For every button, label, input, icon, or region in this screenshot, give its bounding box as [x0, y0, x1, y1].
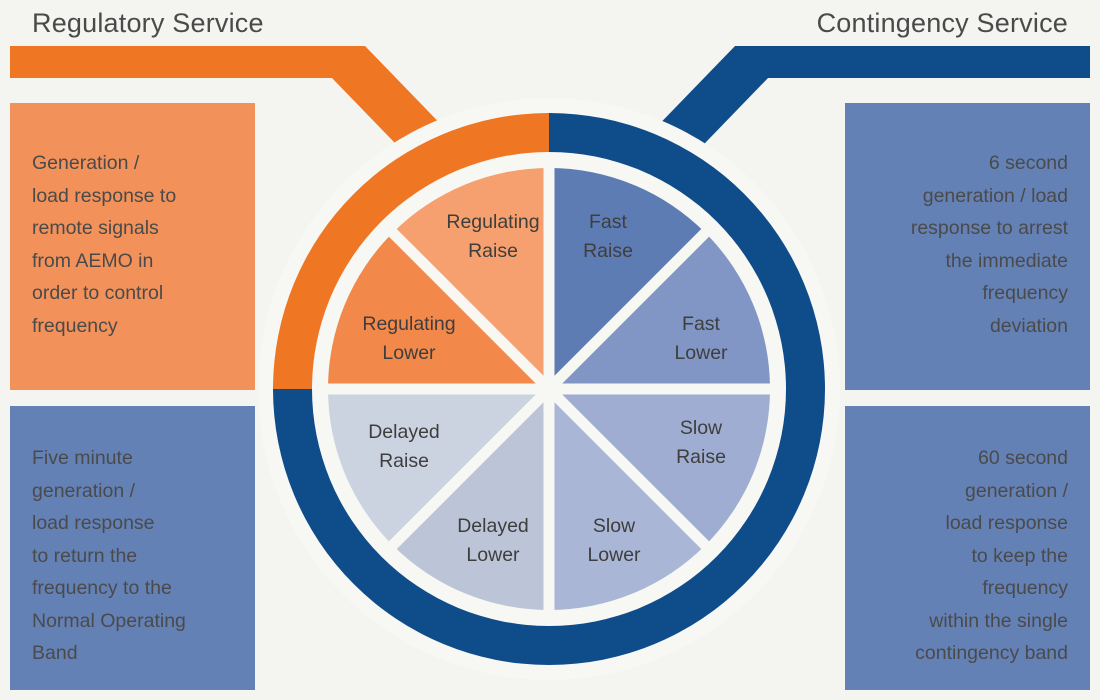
- pie-slice-delayed-lower[interactable]: [392, 389, 549, 610]
- pie-spoke-225: [386, 385, 553, 552]
- panel-regulation-description: Generation / load response to remote sig…: [10, 103, 255, 390]
- panel-delayed-description: Five minute generation / load response t…: [10, 406, 255, 690]
- regulatory-service-title: Regulatory Service: [32, 8, 264, 38]
- pie-spoke-45: [545, 226, 712, 393]
- contingency-service-title: Contingency Service: [816, 8, 1068, 38]
- panel-fast-description: 6 second generation / load response to a…: [845, 103, 1090, 390]
- pie-spokes-group: [325, 165, 773, 613]
- pie-spoke-135: [545, 385, 712, 552]
- panel-slow-description: 60 second generation / load response to …: [845, 406, 1090, 690]
- pie-slice-regulating-raise[interactable]: [392, 168, 549, 389]
- pie-slice-delayed-raise[interactable]: [328, 389, 549, 546]
- pie-spoke-315: [386, 226, 553, 393]
- pie-slice-fast-lower[interactable]: [549, 232, 770, 389]
- service-ring-group: [273, 113, 825, 665]
- pie-slice-slow-raise[interactable]: [549, 389, 770, 546]
- pie-slices-group: [328, 168, 770, 610]
- pie-slice-fast-raise[interactable]: [549, 168, 706, 389]
- regulatory-ring: [273, 113, 549, 389]
- pie-slice-slow-lower[interactable]: [549, 389, 706, 610]
- pie-slice-regulating-lower[interactable]: [328, 232, 549, 389]
